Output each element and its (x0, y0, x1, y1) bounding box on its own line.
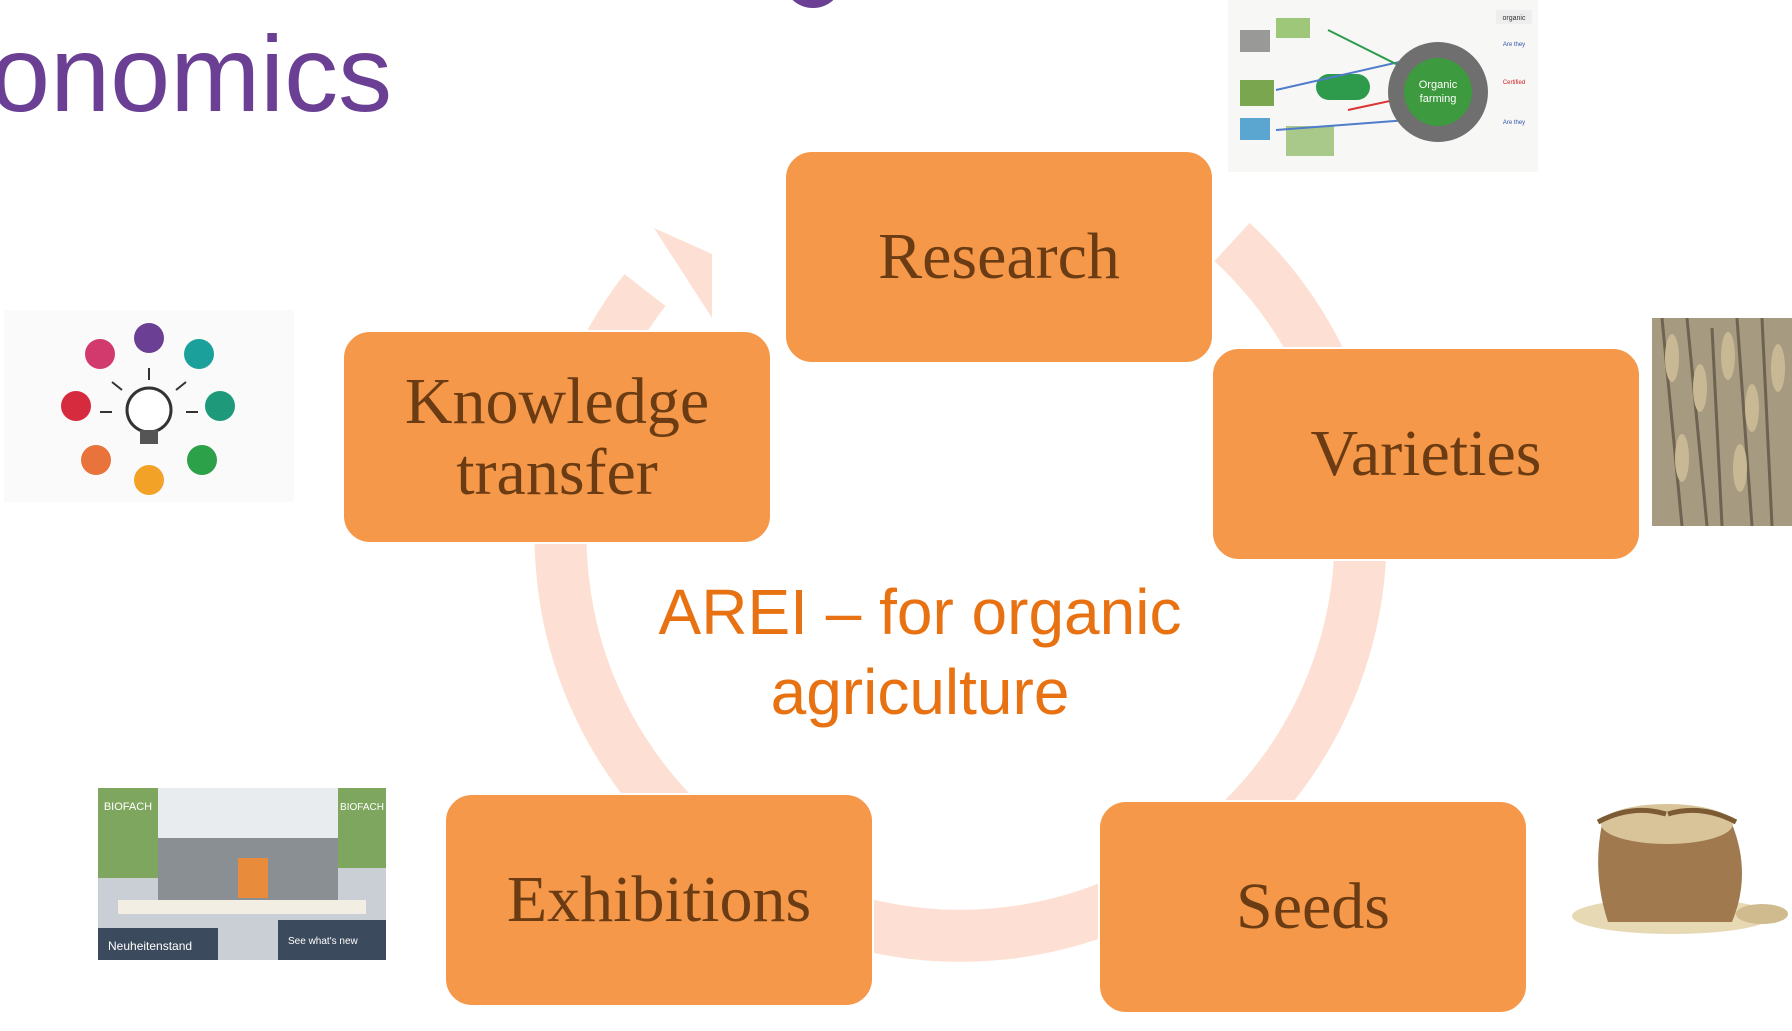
node-knowledge-transfer-label: Knowledge transfer (404, 364, 710, 509)
node-exhibitions-label: Exhibitions (506, 863, 812, 937)
svg-text:organic: organic (1503, 15, 1526, 22)
svg-text:Organic: Organic (1419, 79, 1458, 91)
diagram-center-label: AREI – for organic agriculture (658, 576, 1182, 728)
svg-text:BIOFACH: BIOFACH (340, 802, 384, 813)
node-research: Research (784, 150, 1214, 364)
seed-sack-photo (1562, 784, 1792, 936)
node-varieties: Varieties (1211, 347, 1641, 561)
node-seeds: Seeds (1098, 800, 1528, 1014)
organic-farming-infographic: Organic farming organic Are they Certifi… (1228, 0, 1538, 172)
svg-text:Certified: Certified (1503, 80, 1525, 86)
svg-text:farming: farming (1420, 93, 1457, 105)
node-seeds-label: Seeds (1236, 870, 1390, 944)
title-letter-fragment (775, 0, 853, 10)
node-exhibitions: Exhibitions (444, 793, 874, 1007)
svg-text:BIOFACH: BIOFACH (104, 801, 152, 813)
node-research-label: Research (878, 220, 1120, 294)
node-knowledge-transfer: Knowledge transfer (342, 330, 772, 544)
svg-text:See what's new: See what's new (288, 936, 359, 947)
svg-text:Neuheitenstand: Neuheitenstand (108, 939, 192, 953)
cycle-arrowhead (654, 228, 712, 318)
exhibition-hall-photo: BIOFACH BIOFACH Neuheitenstand See what'… (98, 788, 386, 960)
svg-text:Are they: Are they (1503, 42, 1525, 48)
wheat-field-photo (1652, 318, 1792, 526)
node-varieties-label: Varieties (1310, 417, 1542, 491)
svg-text:Are they: Are they (1503, 120, 1525, 126)
knowledge-sharing-icon (4, 310, 294, 502)
slide-title: onomics (0, 13, 393, 134)
